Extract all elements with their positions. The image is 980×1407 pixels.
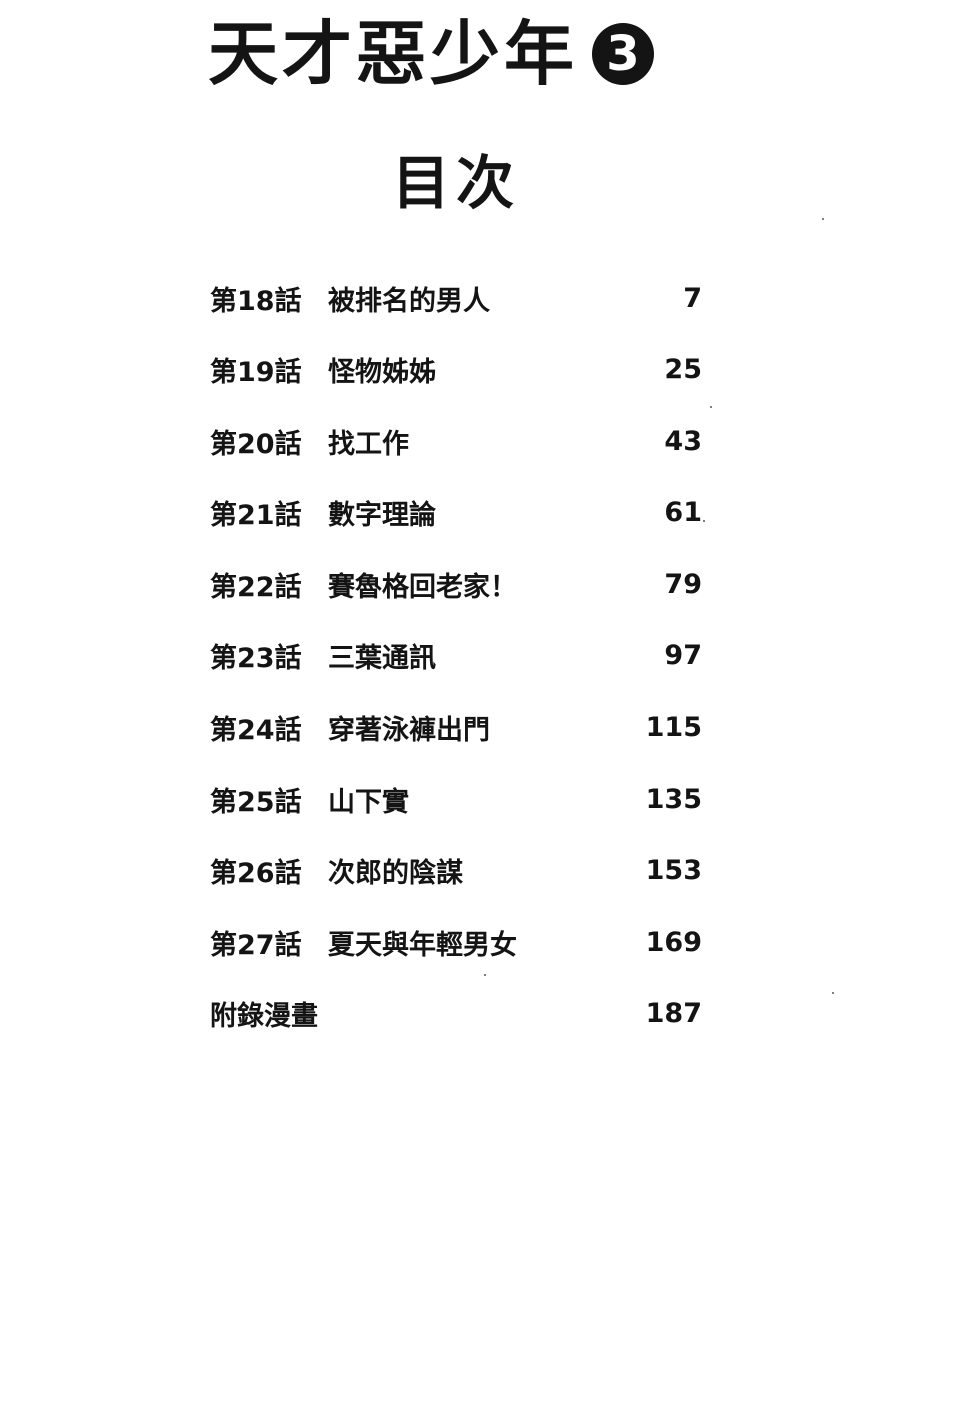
page-number: 135 [645, 783, 702, 815]
toc-heading: 目次 [392, 149, 521, 217]
chapter-title: 次郎的陰謀 [328, 858, 463, 890]
toc-entry[interactable]: 第25話 山下實 135 [210, 777, 702, 822]
page-number: 7 [683, 282, 702, 314]
volume-number-badge: 3 [592, 23, 654, 85]
dot-leader [320, 991, 644, 1036]
toc-entry[interactable]: 第18話 被排名的男人 7 [210, 276, 702, 320]
dot-leader [492, 276, 682, 320]
chapter-title: 數字理論 [328, 500, 436, 532]
chapter-number: 第18話 [210, 285, 302, 317]
dot-leader [438, 490, 663, 535]
dot-leader [465, 848, 644, 893]
chapter-title: 怪物姊姊 [328, 357, 436, 389]
dot-leader [492, 705, 644, 750]
page-number: 187 [645, 998, 702, 1030]
page-number: 97 [664, 640, 702, 672]
chapter-number: 第22話 [210, 571, 302, 603]
chapter-title: 賽魯格回老家！ [328, 571, 517, 603]
page-number: 115 [645, 712, 702, 744]
toc-entry[interactable]: 第20話 找工作 43 [210, 419, 702, 464]
scan-speck [822, 218, 824, 220]
toc-entry[interactable]: 第27話 夏天與年輕男女 169 [210, 920, 702, 965]
toc-list: 第18話 被排名的男人 7 第19話 怪物姊姊 25 第20話 找工作 43 第… [210, 276, 702, 1064]
dot-leader [411, 777, 644, 822]
toc-entry[interactable]: 第22話 賽魯格回老家！ 79 [210, 562, 702, 607]
page-number: 169 [645, 926, 702, 958]
toc-entry[interactable]: 第26話 次郎的陰謀 153 [210, 848, 702, 893]
chapter-title: 被排名的男人 [328, 285, 490, 317]
chapter-title: 穿著泳褲出門 [328, 715, 490, 747]
chapter-number: 第24話 [210, 715, 302, 747]
page-number: 79 [664, 568, 702, 600]
chapter-number: 第20話 [210, 428, 302, 460]
chapter-number: 第19話 [210, 357, 302, 389]
scan-speck [832, 992, 834, 994]
dot-leader [411, 419, 663, 464]
dot-leader [519, 562, 663, 607]
chapter-title: 山下實 [328, 786, 409, 818]
book-title: 天才惡少年 3 [208, 14, 654, 94]
dot-leader [519, 920, 644, 965]
scan-speck [710, 406, 712, 408]
page-number: 43 [664, 425, 702, 457]
scan-speck [484, 974, 486, 976]
chapter-title: 三葉通訊 [328, 643, 436, 675]
chapter-number: 第27話 [210, 929, 302, 961]
chapter-number: 第25話 [210, 786, 302, 818]
toc-entry[interactable]: 第21話 數字理論 61 [210, 490, 702, 535]
chapter-number: 第26話 [210, 858, 302, 890]
book-title-text: 天才惡少年 [208, 13, 578, 95]
dot-leader [438, 633, 663, 678]
toc-entry[interactable]: 第23話 三葉通訊 97 [210, 633, 702, 678]
page-number: 25 [664, 354, 702, 386]
toc-entry-appendix[interactable]: 附錄漫畫 187 [210, 991, 702, 1036]
page-number: 153 [645, 855, 702, 887]
chapter-title: 夏天與年輕男女 [328, 929, 517, 961]
scan-speck [703, 520, 705, 522]
toc-entry[interactable]: 第24話 穿著泳褲出門 115 [210, 705, 702, 750]
chapter-number: 第21話 [210, 500, 302, 532]
chapter-title: 找工作 [328, 428, 409, 460]
dot-leader [438, 347, 663, 392]
toc-entry[interactable]: 第19話 怪物姊姊 25 [210, 347, 702, 392]
page-number: 61 [664, 497, 702, 529]
appendix-title: 附錄漫畫 [210, 1001, 318, 1033]
chapter-number: 第23話 [210, 643, 302, 675]
